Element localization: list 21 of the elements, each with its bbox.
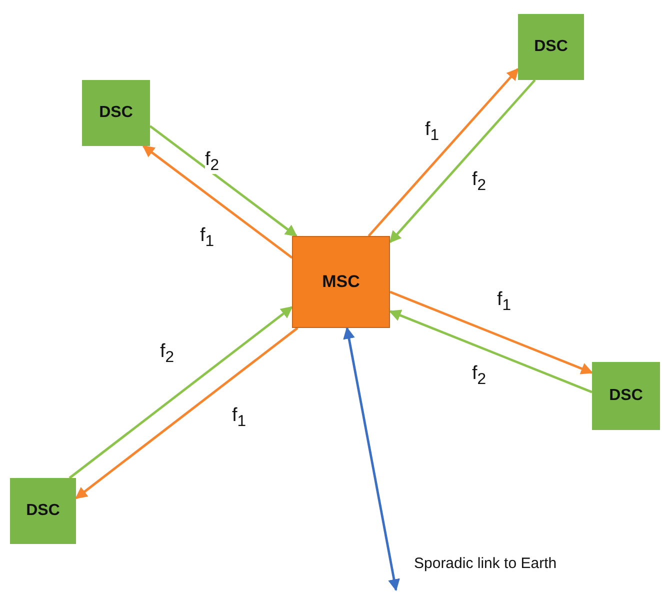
node-label: DSC [99,104,133,122]
node-label: MSC [322,272,360,292]
arrow [390,290,594,374]
arrow [149,125,298,237]
edge-label: f$_{2}$ [205,150,220,174]
dsc-box [10,478,76,544]
node-label: DSC [609,387,643,405]
dsc-box [518,14,584,80]
arrow [343,326,400,592]
arrow [75,327,298,500]
edge-label: Sporadic link to Earth [414,556,557,572]
arrow [68,306,293,479]
dsc-box [82,80,150,146]
dsc-box [592,362,660,430]
node-label: DSC [534,38,568,56]
arrow [389,79,536,244]
arrow [388,310,592,394]
node-label: DSC [26,502,60,520]
arrow [368,68,519,237]
arrow [142,145,293,259]
msc-box [292,236,390,328]
